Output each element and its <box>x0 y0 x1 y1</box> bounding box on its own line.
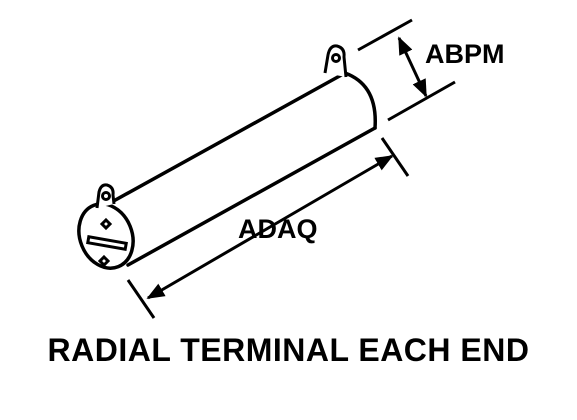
diameter-extension-line-bottom <box>387 80 456 122</box>
far-terminal-lug <box>323 44 348 78</box>
length-label: ADAQ <box>238 214 318 244</box>
body-far-end <box>343 71 377 130</box>
end-cap-upper-hole <box>99 217 113 231</box>
near-terminal-lug <box>95 183 116 209</box>
end-cap-slot <box>86 235 128 251</box>
diameter-dimension-arrow <box>397 36 428 98</box>
length-dimension-arrow <box>146 154 394 300</box>
body-bottom-edge <box>126 126 377 267</box>
body-top-edge <box>108 71 347 205</box>
diagram-caption: RADIAL TERMINAL EACH END <box>47 332 530 368</box>
length-extension-line-right <box>380 137 410 177</box>
diameter-extension-line-top <box>357 18 413 52</box>
diameter-dimension <box>357 18 456 122</box>
length-extension-line-left <box>126 279 156 319</box>
end-cap-lower-hole <box>97 254 111 268</box>
near-end-cap <box>77 202 135 270</box>
end-cap-details <box>86 217 128 268</box>
length-dimension <box>126 137 410 319</box>
diameter-label: ABPM <box>425 39 505 69</box>
